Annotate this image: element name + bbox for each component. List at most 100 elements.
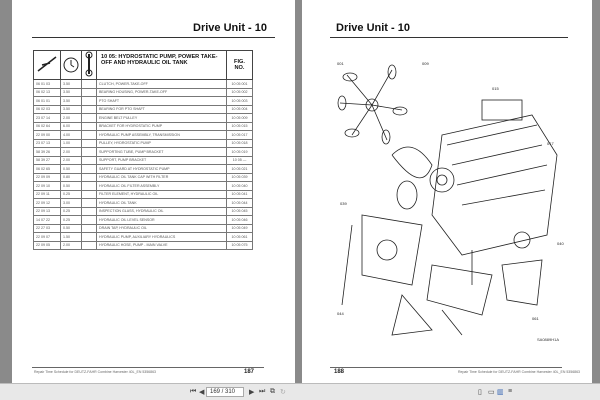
repair-time: 3.50	[60, 79, 82, 89]
description: HYDRAULIC PUMP, AUXILIARY HYDRAULICS	[96, 232, 227, 242]
operation-code: 06 02 03	[33, 104, 61, 114]
hydraulic-parts-drawing	[341, 214, 543, 336]
footer-text: Repair Time Schedule for DEUTZ-FAHR Comb…	[34, 370, 156, 374]
description: BEARING HOUSING, POWER-TAKE-OFF	[96, 87, 227, 97]
fig-no: 10 05 019	[226, 147, 253, 157]
repair-time: 0.50	[60, 181, 82, 191]
repair-time: 3.50	[60, 87, 82, 97]
svg-text:009: 009	[422, 61, 429, 66]
divider	[32, 37, 275, 38]
svg-text:017: 017	[547, 141, 554, 146]
repair-time: 1.50	[60, 232, 82, 242]
fig-no: 10 05 041	[226, 189, 253, 199]
continuous-view-icon[interactable]: ▭	[488, 389, 495, 396]
description: SUPPORTING TUBE, PUMP BRACKET	[96, 147, 227, 157]
repair-time: 3.50	[60, 104, 82, 114]
description: HYDRAULIC OIL FILTER ASSEMBLY	[96, 181, 227, 191]
description: DRAIN TAP, HYDRAULIC OIL	[96, 223, 227, 233]
fig-no: 10 05 —	[226, 155, 253, 165]
description: HYDRAULIC HOSE, PUMP - MAIN VALVE	[96, 240, 227, 250]
repair-time: 0.80	[60, 172, 82, 182]
description: HYDRAULIC OIL TANK CAP WITH FILTER	[96, 172, 227, 182]
page-number-input[interactable]: 169 / 310	[206, 387, 244, 397]
description: SUPPORT, PUMP BRACKET	[96, 155, 227, 165]
description: HYDRAULIC OIL LEVEL SENSOR	[96, 215, 227, 225]
footer-text: Repair Time Schedule for DEUTZ-FAHR Comb…	[458, 370, 580, 374]
operation-code: 06 02 65	[33, 164, 61, 174]
copy-icon[interactable]: ⧉	[270, 388, 275, 395]
blank	[81, 181, 97, 191]
engine-block-drawing	[391, 99, 558, 256]
page-title: Drive Unit - 10	[193, 22, 267, 34]
operation-code: 22 09 13	[33, 206, 61, 216]
repair-time: 4.00	[60, 130, 82, 140]
fig-no: 10 05 049	[226, 223, 253, 233]
fig-no: 10 05 044	[226, 198, 253, 208]
blank	[81, 223, 97, 233]
repair-time: 0.50	[60, 223, 82, 233]
blank	[81, 79, 97, 89]
single-page-view-icon[interactable]: ▯	[478, 389, 482, 396]
repair-time: 6.00	[60, 121, 82, 131]
page-number: 187	[244, 369, 255, 375]
divider	[330, 37, 568, 38]
repair-time: 2.00	[60, 113, 82, 123]
description: ENGINE BELT PULLEY	[96, 113, 227, 123]
rotate-icon[interactable]: ↻	[280, 389, 286, 396]
fig-no: 10 05 046	[226, 215, 253, 225]
scroll-view-icon[interactable]: ≡	[508, 388, 513, 395]
svg-text:040: 040	[557, 241, 564, 246]
fig-no: 10 05 015	[226, 121, 253, 131]
description: BRACKET FOR HYDROSTATIC PUMP	[96, 121, 227, 131]
left-page: Drive Unit - 10 10 05: HYDROSTATIC PUMP,…	[12, 0, 295, 383]
blank	[81, 87, 97, 97]
blank	[81, 240, 97, 250]
description: PTO SHAFT	[96, 96, 227, 106]
next-page-icon[interactable]: ▶	[249, 389, 255, 396]
blank	[81, 189, 97, 199]
svg-text:039: 039	[340, 201, 347, 206]
footer-line	[32, 367, 264, 368]
repair-time: 2.00	[60, 240, 82, 250]
blank	[81, 130, 97, 140]
operation-code: 22 09 12	[33, 198, 61, 208]
fig-no: 10 05 040	[226, 181, 253, 191]
description: SAFETY GUARD AT HYDROSTATIC PUMP	[96, 164, 227, 174]
two-page-view-icon[interactable]: ▥	[497, 389, 504, 396]
repair-time: 3.00	[60, 198, 82, 208]
blank	[81, 138, 97, 148]
first-page-icon[interactable]: ⏮	[190, 388, 197, 395]
fig-no: 10 05 075	[226, 240, 253, 250]
blank	[81, 121, 97, 131]
previous-page-icon[interactable]: ◀	[199, 389, 205, 396]
operation-code: 06 02 13	[33, 87, 61, 97]
description: FILTER ELEMENT, HYDRAULIC OIL	[96, 189, 227, 199]
blank	[81, 215, 97, 225]
operation-code: 22 09 00	[33, 130, 61, 140]
blank	[81, 198, 97, 208]
operation-code: 22 27 03	[33, 223, 61, 233]
blank	[81, 206, 97, 216]
repair-time: 0.25	[60, 215, 82, 225]
blank	[81, 113, 97, 123]
blank	[81, 164, 97, 174]
page-indicator: 169 / 310	[210, 389, 236, 395]
blank	[81, 96, 97, 106]
operation-code: 06 01 01	[33, 96, 61, 106]
repair-time-table: 10 05: HYDROSTATIC PUMP, POWER TAKE-OFF …	[33, 50, 253, 250]
fig-no: 10 05 045	[226, 206, 253, 216]
repair-time: 2.00	[60, 147, 82, 157]
last-page-icon[interactable]: ⏭	[259, 388, 266, 395]
fig-no: 10 05 018	[226, 138, 253, 148]
